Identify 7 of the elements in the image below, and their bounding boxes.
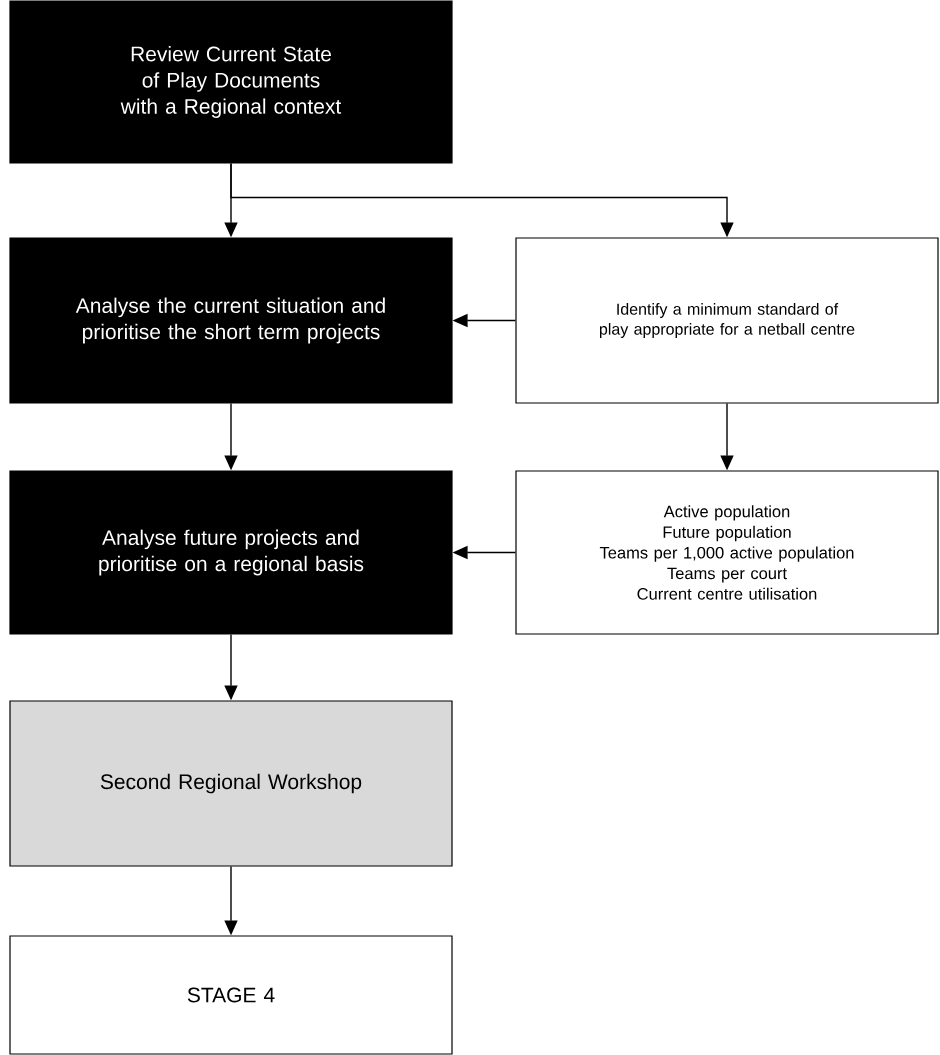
process-box: STAGE 4: [9, 935, 453, 1055]
process-box: Active population Future population Teams per 1,000 active population Teams per court Current centre utilisation: [515, 470, 939, 635]
process-box: Analyse the current situation and prioritise the short term projects: [9, 237, 453, 404]
process-box: Identify a minimum standard of play appropriate for a netball centre: [515, 237, 939, 404]
process-box: Review Current State of Play Documents with a Regional context: [9, 0, 453, 164]
process-box: Analyse future projects and prioritise on a regional basis: [9, 470, 453, 635]
process-box: Second Regional Workshop: [9, 700, 453, 867]
